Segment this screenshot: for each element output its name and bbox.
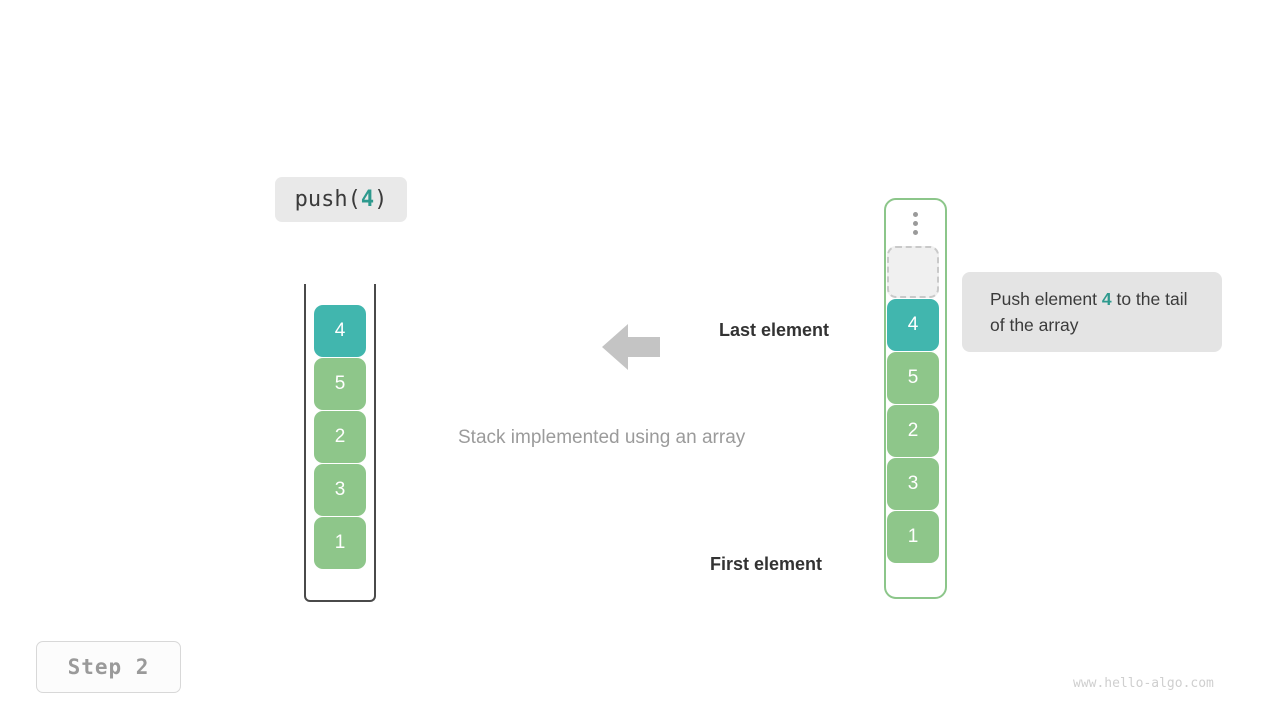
ellipsis-dot <box>913 230 918 235</box>
array-cell-list: 4 5 2 3 1 <box>887 246 939 563</box>
array-cell: 5 <box>887 352 939 404</box>
array-empty-slot <box>887 246 939 298</box>
left-arrow-icon <box>602 318 660 376</box>
array-cell: 1 <box>887 511 939 563</box>
stack-visualization: 4 5 2 3 1 <box>304 284 376 602</box>
last-element-label: Last element <box>719 320 830 340</box>
stack-cell-list: 4 5 2 3 1 <box>314 305 366 569</box>
note-text-after: to the tail of the array <box>990 289 1188 335</box>
stack-cell: 5 <box>314 358 366 410</box>
note-text: Push element 4 to the tail of the array <box>990 286 1194 338</box>
operation-suffix: ) <box>374 187 388 212</box>
array-cell: 3 <box>887 458 939 510</box>
step-badge: Step 2 <box>36 641 181 693</box>
stack-container-outline <box>304 284 376 602</box>
vertical-ellipsis-icon <box>884 212 947 235</box>
operation-label: push(4) <box>275 177 407 222</box>
stack-cell: 1 <box>314 517 366 569</box>
watermark: www.hello-algo.com <box>1073 676 1214 691</box>
stack-cell: 2 <box>314 411 366 463</box>
array-cell: 2 <box>887 405 939 457</box>
stack-cell: 3 <box>314 464 366 516</box>
ellipsis-dot <box>913 221 918 226</box>
array-cell: 4 <box>887 299 939 351</box>
note-text-before: Push element <box>990 289 1102 309</box>
note-value: 4 <box>1101 289 1112 309</box>
diagram-caption: Stack implemented using an array <box>458 427 746 448</box>
operation-prefix: push( <box>294 187 361 212</box>
note-tooltip: Push element 4 to the tail of the array <box>962 272 1222 352</box>
operation-value: 4 <box>360 187 375 212</box>
first-element-label: First element <box>710 554 823 574</box>
stack-cell: 4 <box>314 305 366 357</box>
array-visualization: 4 5 2 3 1 <box>884 198 947 599</box>
ellipsis-dot <box>913 212 918 217</box>
array-container-outline <box>884 198 947 599</box>
